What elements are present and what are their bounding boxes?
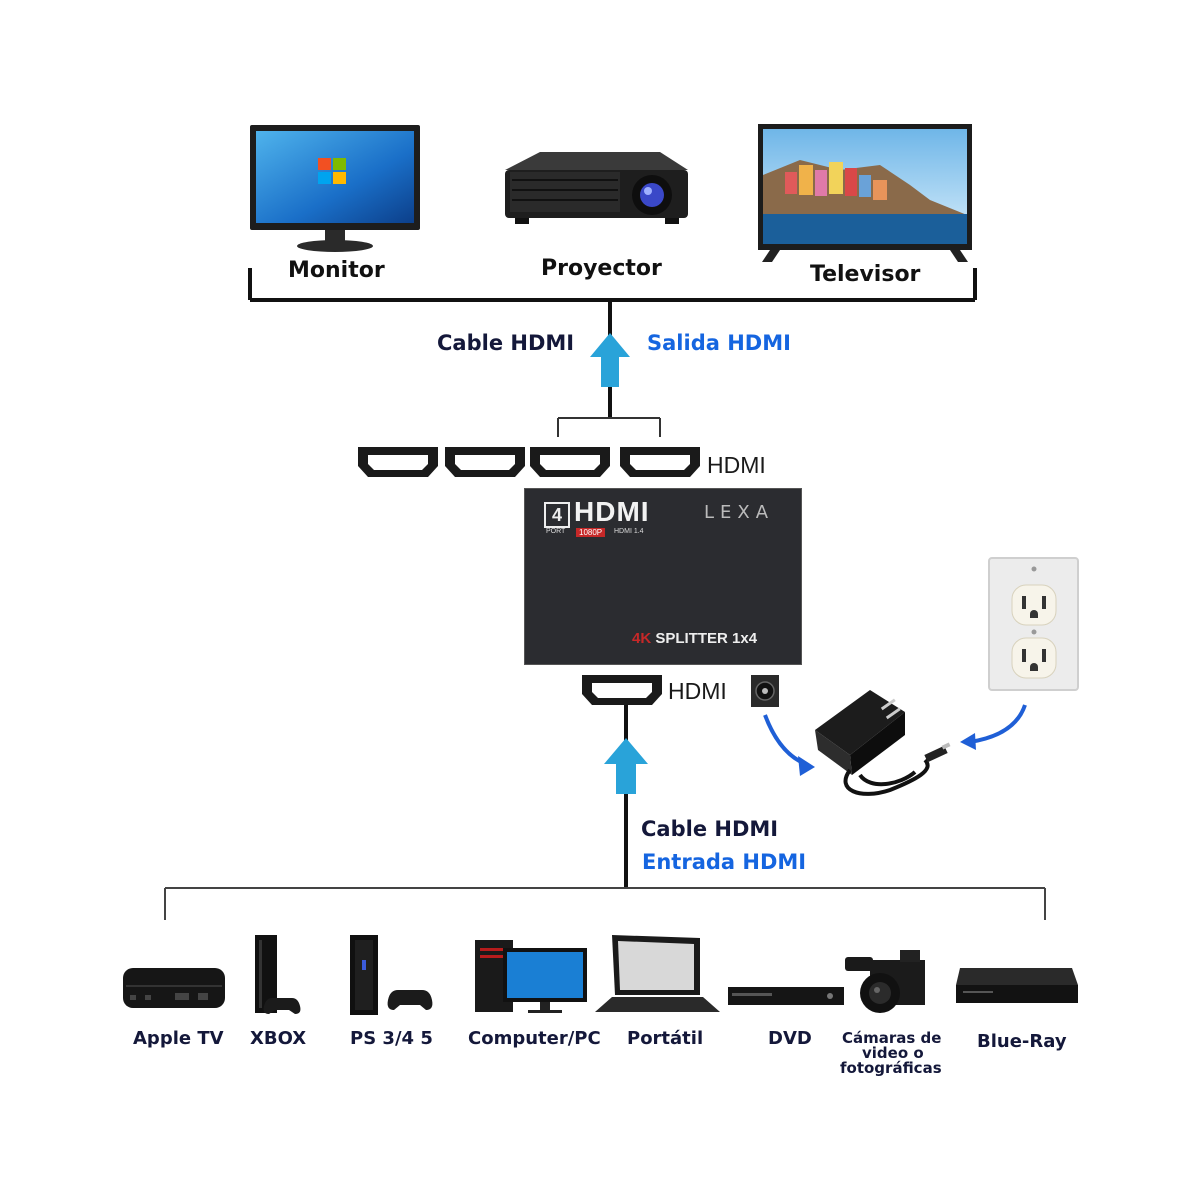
input-bracket [164, 887, 1046, 920]
source-label-xbox: XBOX [250, 1028, 307, 1049]
brand-logo: LEXA [704, 502, 775, 523]
source-label-laptop: Portátil [627, 1028, 704, 1049]
port-count-badge: 4 [544, 502, 570, 528]
source-label-blu-ray: Blue-Ray [977, 1031, 1067, 1052]
port-bracket [557, 417, 661, 437]
output-direction-label: Salida HDMI [647, 331, 791, 355]
input-cable-label: Cable HDMI [641, 817, 779, 841]
power-arrow-right [960, 704, 1027, 750]
hdmi-logo: HDMI [574, 496, 650, 527]
output-arrow [590, 333, 630, 387]
power-arrow-left [763, 714, 815, 776]
monitor-label: Monitor [288, 258, 385, 283]
hdmi-port-icon [582, 675, 662, 705]
model-label: 4K SPLITTER 1x4 [632, 630, 757, 647]
hdmi-version-tag: HDMI 1.4 [614, 528, 644, 535]
source-label-computer: Computer/PC [468, 1028, 601, 1049]
hdmi-output-label: HDMI [707, 452, 766, 478]
splitter-device: 4 PORT HDMI 1080P HDMI 1.4 LEXA 4K SPLIT… [524, 488, 802, 665]
hdmi-port-icon [530, 447, 610, 477]
port-count-caption: PORT [546, 528, 566, 535]
input-arrow [604, 738, 648, 794]
port-count-number: 4 [551, 505, 562, 525]
hdmi-port-icon [620, 447, 700, 477]
source-label-camera-line1: Cámaras de [842, 1029, 942, 1047]
hdmi-input-label: HDMI [668, 678, 727, 704]
source-label-camera-line2: video o [862, 1044, 924, 1062]
source-label-dvd: DVD [768, 1028, 812, 1049]
output-cable-label: Cable HDMI [437, 331, 575, 355]
source-label-apple-tv: Apple TV [133, 1028, 224, 1049]
projector-label: Proyector [541, 256, 662, 281]
input-direction-label: Entrada HDMI [642, 850, 807, 874]
source-label-camera-line3: fotográficas [840, 1059, 942, 1077]
hdmi-port-icon [445, 447, 525, 477]
source-label-ps: PS 3/4 5 [350, 1028, 433, 1049]
model-4k: 4K [632, 630, 652, 647]
television-label: Televisor [810, 262, 921, 287]
hdmi-port-icon [358, 447, 438, 477]
resolution-tag: 1080P [576, 528, 606, 537]
model-text: SPLITTER 1x4 [655, 630, 758, 647]
